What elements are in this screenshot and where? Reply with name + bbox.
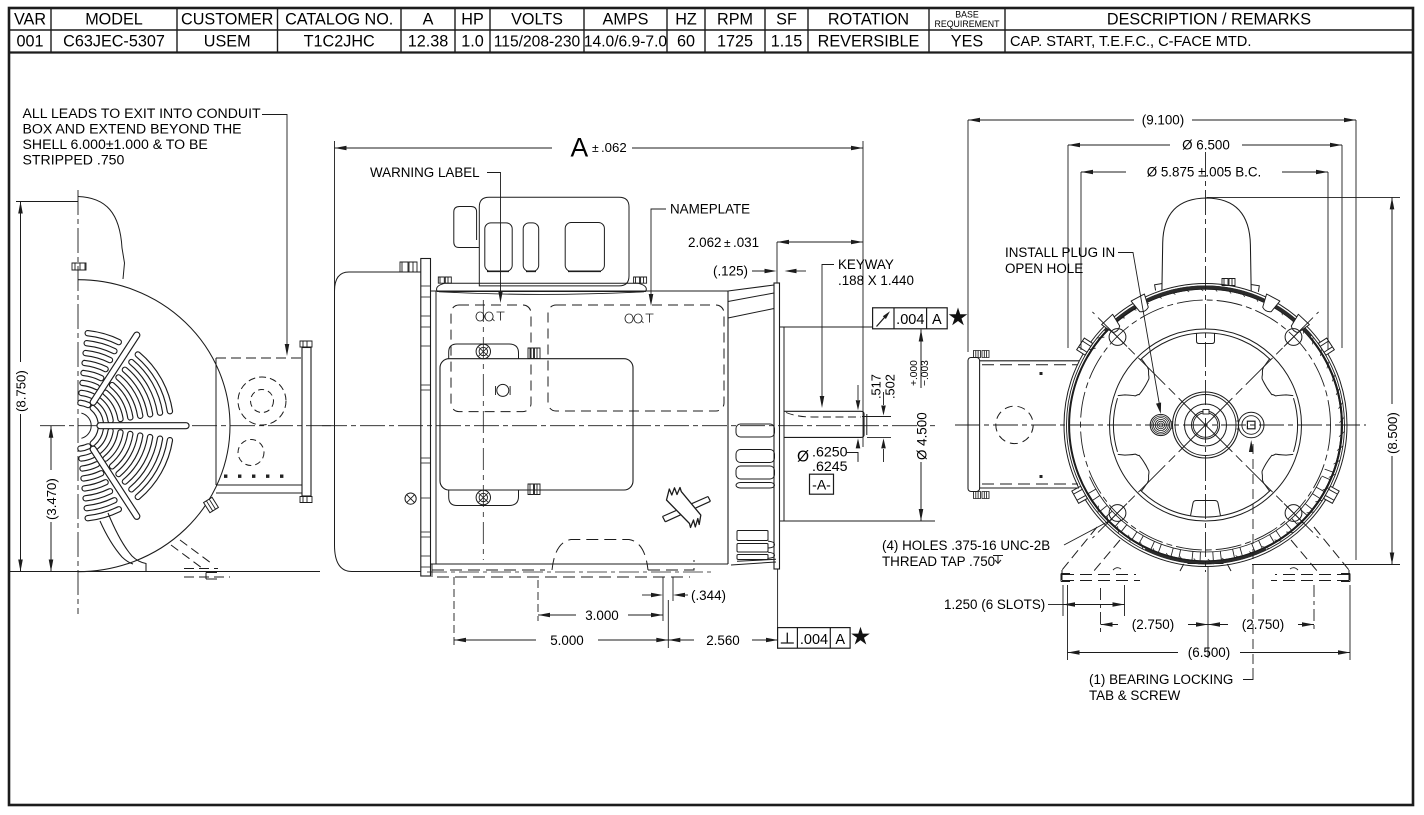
svg-text:T1C2JHC: T1C2JHC	[304, 33, 375, 51]
svg-text:(1) BEARING LOCKING: (1) BEARING LOCKING	[1089, 672, 1233, 687]
svg-text:115/208-230: 115/208-230	[494, 34, 581, 51]
svg-text:KEYWAY: KEYWAY	[838, 257, 894, 272]
svg-text:VAR: VAR	[14, 11, 46, 29]
svg-text:Ø 4.500: Ø 4.500	[915, 412, 930, 460]
svg-text:HZ: HZ	[675, 11, 697, 29]
svg-text:DESCRIPTION / REMARKS: DESCRIPTION / REMARKS	[1107, 11, 1311, 29]
svg-text:SHELL 6.000±1.000 & TO BE: SHELL 6.000±1.000 & TO BE	[23, 136, 208, 152]
svg-text:CATALOG NO.: CATALOG NO.	[285, 11, 393, 29]
svg-text:YES: YES	[951, 33, 984, 51]
svg-text:(2.750): (2.750)	[1132, 617, 1174, 632]
svg-text:.6245: .6245	[812, 459, 848, 475]
svg-text:Ø 6.500: Ø 6.500	[1182, 138, 1230, 153]
svg-text:±: ±	[724, 236, 731, 250]
svg-text:THREAD TAP .750: THREAD TAP .750	[882, 554, 995, 569]
svg-text:AMPS: AMPS	[603, 11, 649, 29]
svg-text:BOX AND EXTEND BEYOND THE: BOX AND EXTEND BEYOND THE	[23, 121, 242, 137]
svg-text:(.125): (.125)	[713, 264, 748, 279]
svg-text:Ø 5.875 ±.005 B.C.: Ø 5.875 ±.005 B.C.	[1147, 165, 1262, 180]
svg-text:A: A	[835, 632, 845, 648]
svg-text:USEM: USEM	[204, 33, 251, 51]
svg-text:1725: 1725	[717, 33, 753, 51]
svg-text:+.000: +.000	[909, 360, 920, 386]
svg-text:60: 60	[677, 33, 695, 51]
svg-text:.502: .502	[883, 374, 898, 399]
svg-text:(8.500): (8.500)	[1385, 412, 1400, 454]
svg-text:REVERSIBLE: REVERSIBLE	[818, 33, 920, 51]
svg-text:ROTATION: ROTATION	[828, 11, 909, 29]
svg-text:HP: HP	[461, 11, 484, 29]
svg-text:A: A	[423, 11, 434, 29]
svg-text:.517: .517	[869, 374, 884, 399]
svg-text:NAMEPLATE: NAMEPLATE	[670, 202, 750, 217]
svg-text:(.344): (.344)	[691, 588, 726, 603]
svg-text:2.560: 2.560	[706, 633, 740, 648]
svg-text:.6250: .6250	[812, 445, 848, 461]
svg-text:−.003: −.003	[920, 360, 931, 386]
svg-text:(2.750): (2.750)	[1242, 617, 1284, 632]
svg-text:(9.100): (9.100)	[1142, 113, 1184, 128]
svg-text:STRIPPED .750: STRIPPED .750	[23, 152, 125, 168]
svg-text:BASE: BASE	[955, 10, 979, 20]
svg-text:1.250 (6 SLOTS): 1.250 (6 SLOTS)	[944, 597, 1045, 612]
svg-text:3.000: 3.000	[585, 608, 619, 623]
svg-text:A: A	[932, 312, 942, 328]
svg-text:INSTALL PLUG IN: INSTALL PLUG IN	[1005, 245, 1115, 260]
svg-text:(3.470): (3.470)	[44, 478, 59, 520]
svg-text:A: A	[571, 133, 589, 163]
svg-text:OPEN HOLE: OPEN HOLE	[1005, 261, 1083, 276]
svg-text:(6.500): (6.500)	[1188, 645, 1230, 660]
svg-text:(8.750): (8.750)	[14, 370, 29, 412]
svg-text:2.062: 2.062	[688, 235, 722, 250]
svg-text:.004: .004	[896, 312, 924, 328]
svg-text:.062: .062	[601, 140, 627, 155]
svg-text:±: ±	[592, 141, 599, 155]
svg-text:Ø: Ø	[797, 449, 809, 466]
svg-text:1.0: 1.0	[461, 33, 484, 51]
svg-text:REQUIREMENT: REQUIREMENT	[934, 19, 1000, 29]
svg-text:CAP. START, T.E.F.C., C-FACE M: CAP. START, T.E.F.C., C-FACE MTD.	[1010, 34, 1251, 50]
svg-text:VOLTS: VOLTS	[511, 11, 563, 29]
svg-text:12.38: 12.38	[408, 33, 449, 51]
svg-text:.031: .031	[733, 235, 759, 250]
svg-text:WARNING LABEL: WARNING LABEL	[370, 165, 480, 180]
svg-text:TAB & SCREW: TAB & SCREW	[1089, 688, 1181, 703]
svg-text:.004: .004	[800, 632, 828, 648]
svg-text:001: 001	[16, 33, 43, 51]
svg-text:5.000: 5.000	[550, 633, 584, 648]
svg-text:MODEL: MODEL	[85, 11, 143, 29]
svg-text:CUSTOMER: CUSTOMER	[181, 11, 273, 29]
svg-text:RPM: RPM	[717, 11, 753, 29]
svg-text:1.15: 1.15	[771, 33, 803, 51]
svg-text:(4) HOLES .375-16 UNC-2B: (4) HOLES .375-16 UNC-2B	[882, 538, 1050, 553]
svg-text:14.0/6.9-7.0: 14.0/6.9-7.0	[584, 34, 668, 51]
svg-text:ALL LEADS TO EXIT INTO CONDUIT: ALL LEADS TO EXIT INTO CONDUIT	[23, 105, 261, 121]
svg-text:-A-: -A-	[812, 476, 831, 492]
svg-text:SF: SF	[776, 11, 797, 29]
svg-text:C63JEC-5307: C63JEC-5307	[63, 33, 165, 51]
svg-text:.188 X 1.440: .188 X 1.440	[838, 273, 914, 288]
